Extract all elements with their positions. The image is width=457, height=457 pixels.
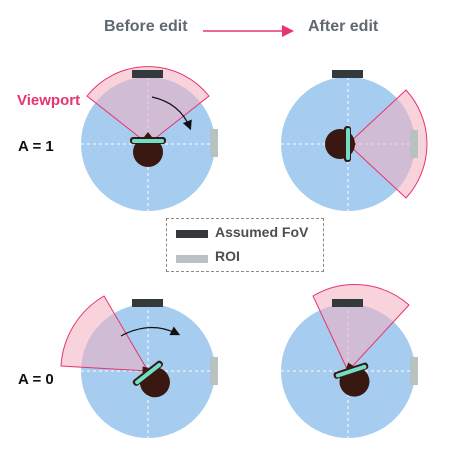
headset-visor bbox=[132, 139, 164, 143]
roi-bar bbox=[210, 129, 218, 157]
assumed-fov-bar bbox=[132, 70, 163, 78]
assumed-fov-bar bbox=[132, 299, 163, 307]
assumed-fov-bar bbox=[332, 299, 363, 307]
headset-visor bbox=[346, 128, 350, 160]
legend-roi-swatch bbox=[176, 255, 208, 263]
viewport-wedge bbox=[86, 66, 210, 145]
panel-a1-after bbox=[281, 70, 428, 211]
legend-label-assumed-fov: Assumed FoV bbox=[215, 224, 309, 240]
user-head bbox=[333, 362, 370, 397]
user-head bbox=[132, 360, 170, 398]
head-circle bbox=[133, 137, 163, 167]
headset-visor bbox=[135, 363, 162, 385]
viewport-wedge bbox=[60, 295, 149, 372]
panel-a1-before bbox=[81, 66, 218, 211]
headset-visor bbox=[335, 364, 367, 378]
nose bbox=[144, 132, 152, 137]
legend-item-roi: ROI bbox=[175, 248, 240, 264]
roi-bar bbox=[410, 357, 418, 385]
legend-box: Assumed FoV ROI bbox=[166, 218, 324, 272]
user-head bbox=[130, 132, 166, 167]
legend-fov-swatch bbox=[176, 230, 208, 238]
assumed-fov-bar bbox=[332, 70, 363, 78]
panel-a0-before bbox=[60, 295, 218, 438]
rotation-arrow bbox=[120, 326, 181, 337]
nose bbox=[346, 362, 354, 369]
rotation-arrow bbox=[151, 96, 192, 131]
user-head bbox=[325, 126, 356, 162]
roi-bar bbox=[410, 130, 418, 158]
row-label-a1: A = 1 bbox=[18, 138, 54, 155]
viewport-label: Viewport bbox=[17, 92, 81, 109]
header-before-edit: Before edit bbox=[104, 18, 188, 35]
nose bbox=[142, 366, 149, 373]
nose bbox=[351, 140, 356, 148]
legend-label-roi: ROI bbox=[215, 248, 240, 264]
legend-item-assumed-fov: Assumed FoV bbox=[175, 224, 308, 240]
viewport-wedge bbox=[347, 89, 428, 199]
header-after-edit: After edit bbox=[308, 18, 379, 35]
roi-bar bbox=[210, 357, 218, 385]
panel-a0-after bbox=[281, 284, 418, 438]
row-label-a0: A = 0 bbox=[18, 371, 54, 388]
